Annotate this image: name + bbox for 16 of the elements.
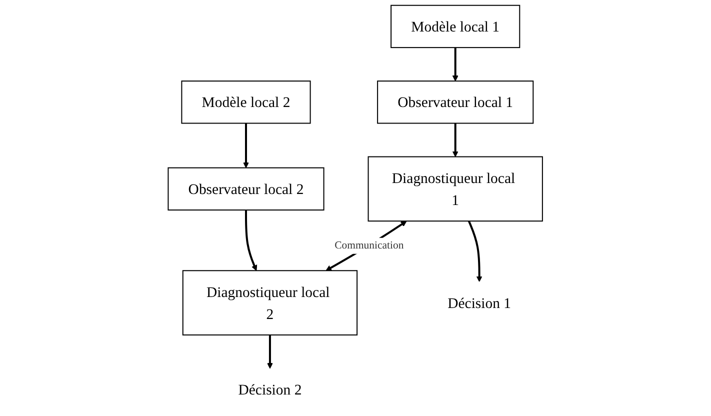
edge-label: Communication bbox=[334, 240, 404, 252]
arrow bbox=[326, 220, 407, 271]
arrow bbox=[468, 220, 482, 282]
arrow bbox=[245, 210, 258, 271]
node-text: Décision 2 bbox=[238, 381, 302, 398]
arrow bbox=[452, 123, 458, 158]
arrow bbox=[267, 334, 274, 369]
node-box: Modèle local 1 bbox=[390, 4, 520, 48]
node-box: Observateur local 1 bbox=[377, 80, 534, 124]
node-box: Diagnostiqueur local 2 bbox=[182, 270, 358, 336]
node-text: Décision 1 bbox=[448, 294, 512, 312]
arrow bbox=[243, 123, 250, 168]
node-box: Observateur local 2 bbox=[168, 167, 324, 211]
node-box: Diagnostiqueur local 1 bbox=[368, 156, 544, 222]
arrow bbox=[452, 48, 458, 82]
node-box: Modèle local 2 bbox=[181, 80, 311, 124]
